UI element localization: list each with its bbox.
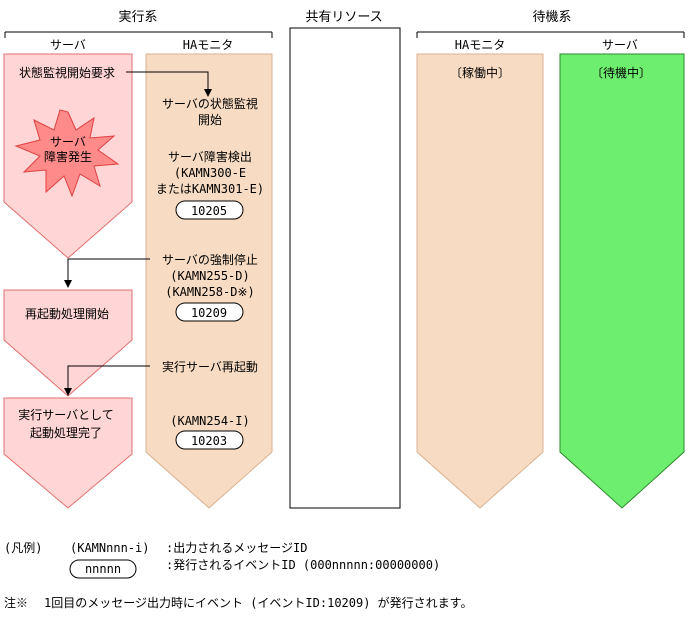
event-id-detect: 10205 xyxy=(191,204,227,218)
event-badge-detect xyxy=(175,200,244,220)
note-text: 1回目のメッセージ出力時にイベント (イベントID:10209) が発行されます… xyxy=(44,595,472,610)
legend-event-desc: :発行されるイベントID (000nnnnn:00000000) xyxy=(166,558,440,572)
complete-label-line2: 起動処理完了 xyxy=(30,425,102,440)
legend-event-badge xyxy=(69,559,137,579)
detect-line3: またはKAMN301-E) xyxy=(156,182,264,196)
note-mark: 注※ xyxy=(4,595,28,610)
column-header-standby-ha: HAモニタ xyxy=(455,38,505,52)
group-title-active: 実行系 xyxy=(118,9,157,25)
active-server-lane-2 xyxy=(3,289,133,397)
standby-server-lane xyxy=(559,53,685,509)
active-ha-lane xyxy=(145,53,273,509)
force-stop-line1: サーバの強制停止 xyxy=(162,252,258,267)
event-badge-complete xyxy=(175,430,244,450)
event-badge-stop xyxy=(175,302,244,322)
group-bracket-standby xyxy=(416,31,685,38)
group-bracket-active xyxy=(4,31,273,38)
legend-event-sample: nnnnn xyxy=(85,562,121,576)
complete-message-id: (KAMN254-I) xyxy=(170,414,249,428)
group-title-standby: 待機系 xyxy=(532,10,571,25)
legend-message-sample: (KAMNnnn-i) xyxy=(70,541,149,555)
detect-line2: (KAMN300-E xyxy=(174,166,246,180)
column-header-standby-server: サーバ xyxy=(602,38,638,52)
legend-title: (凡例) xyxy=(4,541,42,555)
event-id-complete: 10203 xyxy=(191,434,227,448)
legend-message-desc: :出力されるメッセージID xyxy=(166,541,307,555)
failure-label-line2: 障害発生 xyxy=(44,149,92,164)
event-id-stop: 10209 xyxy=(191,306,227,320)
force-stop-line3: (KAMN258-D※) xyxy=(165,285,255,299)
start-monitor-line1: サーバの状態監視 xyxy=(162,96,258,111)
start-monitor-line2: 開始 xyxy=(198,113,222,127)
standby-server-status: 〔待機中〕 xyxy=(591,65,651,80)
arrow-request-to-monitor xyxy=(126,71,212,97)
restart-start-label: 再起動処理開始 xyxy=(25,307,109,321)
column-header-active-server: サーバ xyxy=(50,38,86,52)
detect-line1: サーバ障害検出 xyxy=(168,149,252,164)
standby-ha-lane xyxy=(416,53,544,509)
force-stop-line2: (KAMN255-D) xyxy=(170,269,249,283)
complete-label-line1: 実行サーバとして xyxy=(18,407,114,422)
restart-server-label: 実行サーバ再起動 xyxy=(162,359,258,374)
failure-label-line1: サーバ xyxy=(50,135,86,149)
arrow-stop-to-restart xyxy=(64,258,150,288)
column-header-active-ha: HAモニタ xyxy=(183,38,233,52)
group-title-shared: 共有リソース xyxy=(305,10,382,25)
arrow-restart-to-complete xyxy=(64,365,150,396)
standby-ha-status: 〔稼働中〕 xyxy=(450,65,510,80)
shared-resource-box xyxy=(289,27,401,509)
active-server-lane-3 xyxy=(3,397,133,509)
failure-burst-icon xyxy=(14,109,120,198)
request-monitor-label: 状態監視開始要求 xyxy=(19,65,115,80)
